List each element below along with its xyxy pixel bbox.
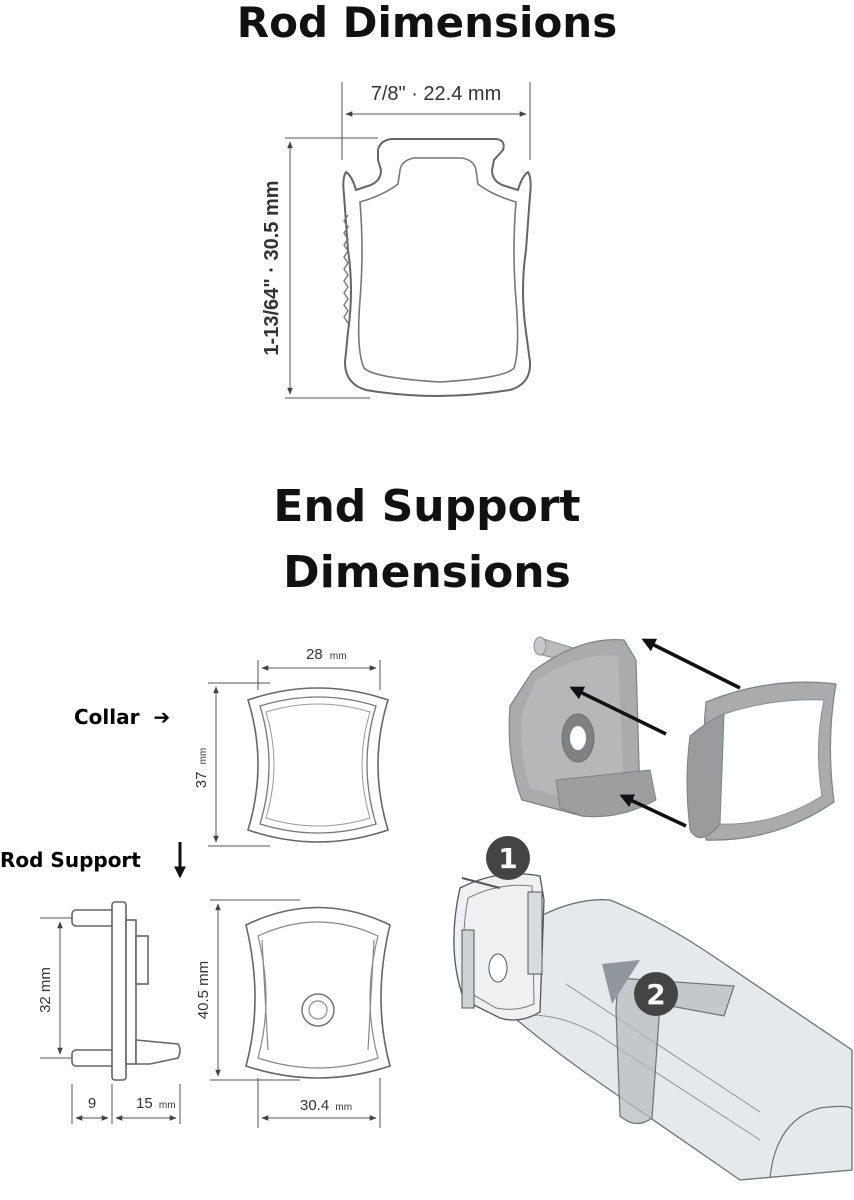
collar-width-unit: mm	[330, 651, 347, 662]
rod-width-label: 7/8" · 22.4 mm	[371, 83, 501, 105]
step-2-number: 2	[646, 978, 665, 1011]
svg-text:28 mm: 28 mm	[306, 646, 347, 663]
support-height-label: 40.5 mm	[195, 961, 212, 1019]
svg-text:30.4 mm: 30.4 mm	[300, 1097, 352, 1114]
body-depth-value: 15	[136, 1095, 153, 1112]
body-depth-unit: mm	[159, 1100, 176, 1111]
pin-spacing-label: 32 mm	[37, 967, 54, 1013]
right-arrow-icon: ➔	[146, 705, 171, 729]
collar-width-value: 28	[306, 646, 323, 663]
collar-height-value: 37	[193, 772, 210, 789]
pin-depth-label: 9	[88, 1095, 96, 1112]
support-width-value: 30.4	[300, 1097, 329, 1114]
step-2-badge	[634, 972, 678, 1016]
step-1-badge	[486, 836, 530, 880]
end-support-title-line2: Dimensions	[283, 547, 571, 598]
rod-support-callout: Rod Support	[0, 848, 141, 872]
exploded-3d-view	[508, 636, 837, 841]
rod-dimensions-title: Rod Dimensions	[236, 0, 618, 47]
step-1-number: 1	[498, 842, 517, 875]
rod-support-callout-text: Rod Support	[0, 848, 141, 872]
end-support-title-line1: End Support	[273, 481, 581, 532]
rod-support-side-view: 32 mm 9 15 mm	[37, 901, 181, 1124]
svg-text:37 mm: 37 mm	[193, 748, 210, 789]
rod-support-front-view: 40.5 mm 30.4 mm	[195, 899, 391, 1128]
rod-profile-drawing: 7/8" · 22.4 mm 1-13/64" · 30.5 mm	[261, 82, 532, 399]
support-width-unit: mm	[335, 1102, 352, 1113]
collar-height-unit: mm	[198, 748, 209, 765]
assembly-illustration: 1 2	[453, 836, 853, 1181]
collar-callout: Collar ➔	[74, 705, 170, 729]
collar-drawing: 28 mm 37 mm	[193, 646, 389, 847]
svg-text:15 mm: 15 mm	[136, 1095, 176, 1112]
collar-callout-text: Collar	[74, 705, 140, 729]
rod-height-label: 1-13/64" · 30.5 mm	[261, 180, 283, 355]
